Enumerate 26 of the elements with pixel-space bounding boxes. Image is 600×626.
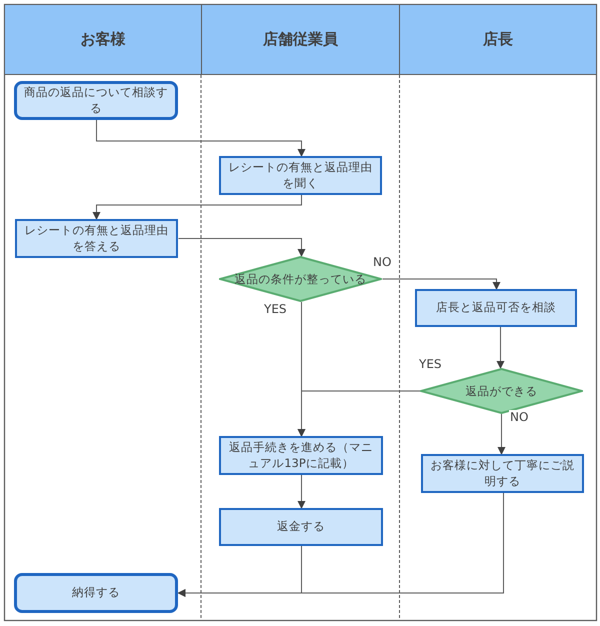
process-box: レシートの有無と返品理由を答える (15, 219, 178, 258)
edge-label: NO (372, 255, 392, 269)
terminal-box: 商品の返品について相談する (14, 81, 178, 120)
arrow (298, 390, 421, 437)
arrow (96, 120, 306, 157)
terminal-box: 納得する (14, 573, 178, 613)
arrow (92, 194, 302, 220)
arrow (178, 492, 504, 597)
process-box: 返金する (219, 508, 383, 546)
lane-header: お客様 (4, 4, 202, 75)
lane-header: 店舗従業員 (201, 4, 400, 75)
edge-label: YES (418, 357, 443, 371)
process-box: お客様に対して丁寧にご説明する (421, 454, 584, 493)
arrow (178, 238, 306, 257)
arrow (298, 474, 306, 509)
arrow (382, 278, 500, 290)
edge-label: YES (263, 302, 288, 316)
process-box: レシートの有無と返品理由を聞く (219, 156, 382, 195)
decision-text: 返品の条件が整っている (234, 272, 366, 286)
arrow (498, 414, 506, 455)
lane-header: 店長 (399, 4, 597, 75)
decision-text: 返品ができる (466, 384, 538, 398)
arrow (496, 326, 504, 369)
edge-label: NO (509, 410, 530, 424)
process-box: 店長と返品可否を相談 (415, 289, 577, 327)
process-box: 返品手続きを進める（マニュアル13Pに記載） (219, 436, 383, 475)
